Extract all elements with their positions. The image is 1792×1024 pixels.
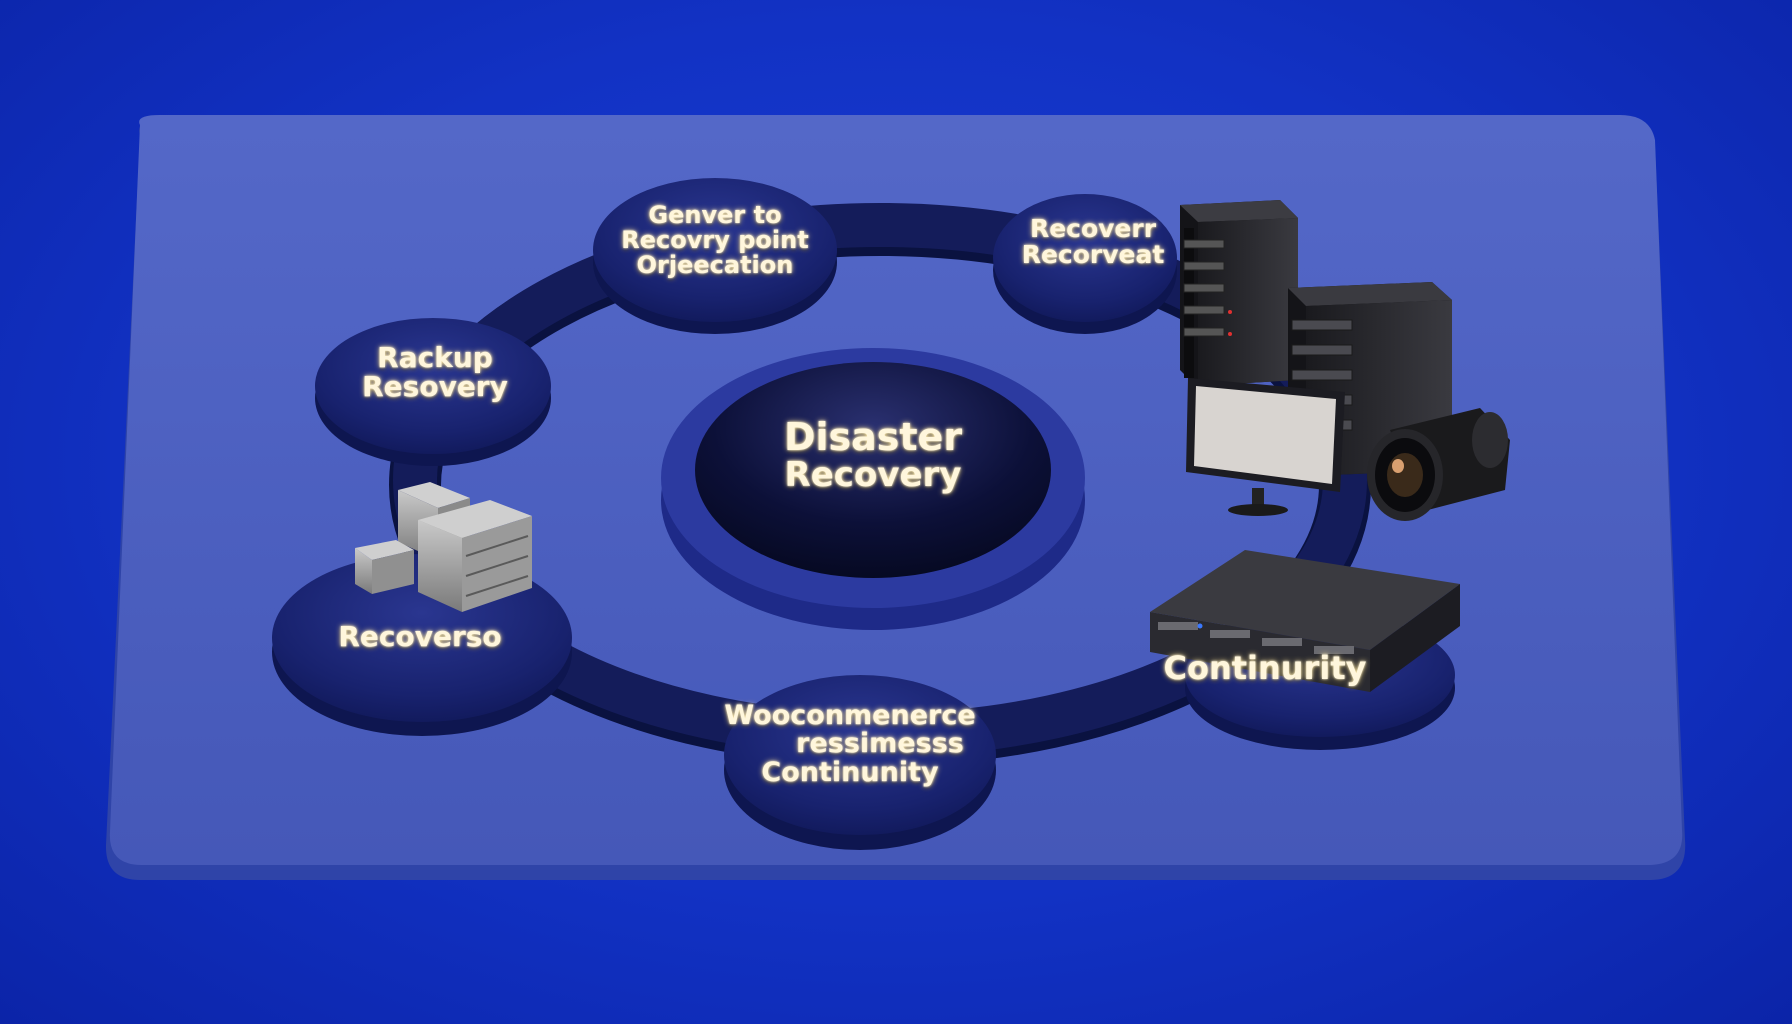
node-top-right-line-2: Recorveat [1021,240,1165,270]
node-left-upper-disc [315,318,551,466]
server-rack-icon [1180,200,1298,386]
center-label-line-1: Disaster [783,415,963,459]
node-bottom-line-2: ressimesss [796,728,964,760]
node-top-right-label: Recoverr Recorveat [1008,214,1178,270]
node-bottom-label: Wooconmenerce ressimesss Continunity [700,700,1000,788]
node-left-lower-line-1: Recoverso [338,620,502,653]
node-top-right-disc [993,194,1177,334]
node-left-upper-line-1: Rackup [377,341,493,374]
node-bottom-disc [724,675,996,850]
network-appliance-icon [1150,550,1460,692]
node-bottom-line-3: Continunity [761,756,939,788]
node-left-lower-label: Recoverso [290,620,550,653]
node-left-upper-line-2: Resovery [362,370,508,404]
node-top-label: Genver to Recovry point Orjeecation [585,201,845,280]
node-left-upper-label: Rackup Resovery [330,343,540,402]
monitor-icon [1186,378,1345,516]
node-top-line-2: Recovry point [621,226,809,255]
node-top-right-line-1: Recoverr [1029,214,1157,243]
node-top-disc [593,178,837,334]
node-right-lower-label: Continurity [1140,649,1390,687]
center-hub [661,348,1085,630]
node-top-line-1: Genver to [648,201,782,229]
center-label: Disaster Recovery [733,415,1013,495]
node-bottom-line-1: Wooconmenerce [724,700,976,731]
node-right-lower-line-1: Continurity [1163,649,1367,687]
center-label-line-2: Recovery [784,454,962,495]
camera-lens-icon [1367,408,1510,521]
storage-drives-icon [355,482,532,612]
node-top-line-3: Orjeecation [636,251,794,280]
